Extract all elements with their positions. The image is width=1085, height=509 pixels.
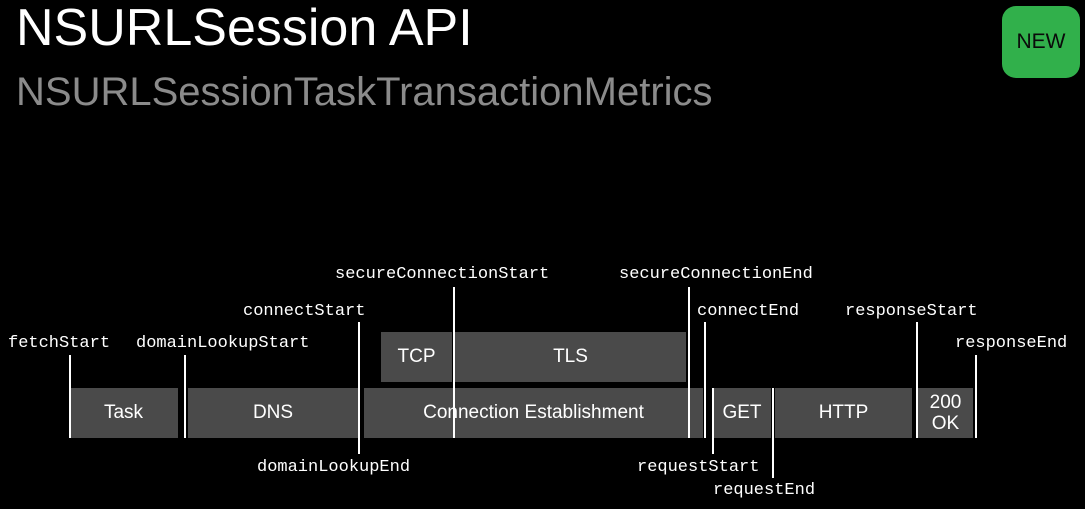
timeline-segment-tls: TLS	[455, 332, 686, 382]
timeline-tick-secureConnectionEnd	[688, 287, 690, 438]
timeline-segment-http: HTTP	[775, 388, 912, 438]
timeline-label-requestStart: requestStart	[637, 458, 760, 477]
timeline-label-domainLookupEnd: domainLookupEnd	[257, 458, 411, 477]
timeline-tick-domainLookupStart	[184, 355, 186, 438]
timeline-tick-requestStart	[712, 388, 714, 454]
timeline-label-domainLookupStart: domainLookupStart	[136, 334, 310, 353]
timeline-label-responseEnd: responseEnd	[955, 334, 1068, 353]
timeline-segment-tcp: TCP	[381, 332, 452, 382]
new-badge-label: NEW	[1016, 30, 1066, 53]
timeline-label-responseStart: responseStart	[845, 302, 978, 321]
timeline-tick-responseEnd	[975, 355, 977, 438]
page-subtitle: NSURLSessionTaskTransactionMetrics	[16, 70, 713, 114]
timeline-label-connectEnd: connectEnd	[697, 302, 800, 321]
timeline-tick-connectStart	[358, 322, 360, 438]
timeline-tick-connectEnd	[704, 322, 706, 438]
timeline-tick-responseStart	[916, 322, 918, 438]
timeline-label-connectStart: connectStart	[243, 302, 366, 321]
timeline-tick-domainLookupEnd	[358, 388, 360, 454]
page-title: NSURLSession API	[16, 0, 473, 57]
timeline-segment-200-ok: 200 OK	[918, 388, 973, 438]
timeline-label-fetchStart: fetchStart	[8, 334, 111, 353]
timeline-label-secureConnectionStart: secureConnectionStart	[335, 265, 550, 284]
timeline-tick-secureConnectionStart	[453, 287, 455, 438]
timeline-tick-requestEnd	[772, 388, 774, 478]
timeline-label-requestEnd: requestEnd	[713, 481, 816, 500]
new-badge: NEW	[1002, 6, 1080, 78]
timeline-segment-get: GET	[713, 388, 771, 438]
timeline-segment-connection-establishment: Connection Establishment	[364, 388, 703, 438]
timeline-segment-dns: DNS	[188, 388, 358, 438]
timeline-segment-task: Task	[69, 388, 178, 438]
timeline-tick-fetchStart	[69, 355, 71, 438]
timeline-label-secureConnectionEnd: secureConnectionEnd	[619, 265, 813, 284]
